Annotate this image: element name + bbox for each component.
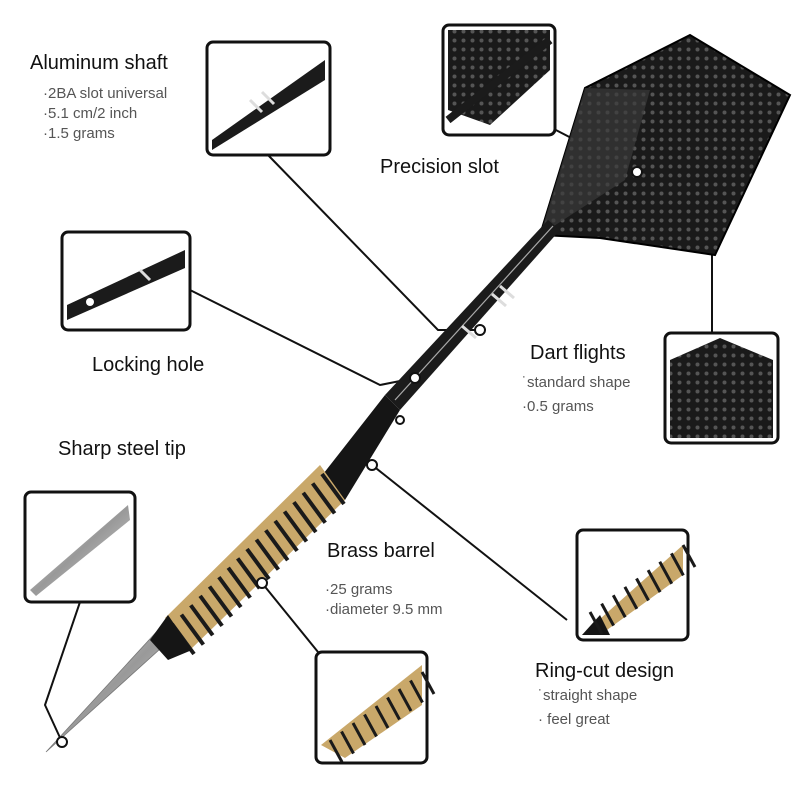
barrel-ring xyxy=(611,594,627,618)
aluminum-shaft-detail: ·5.1 cm/2 inch xyxy=(43,105,138,122)
barrel-ring xyxy=(189,604,215,637)
barrel-ring xyxy=(198,594,224,628)
barrel-ring xyxy=(646,569,662,593)
barrel-ring xyxy=(179,613,205,646)
brass-barrel-detail: ·25 grams xyxy=(325,581,393,598)
barrel-ring xyxy=(600,602,615,627)
barrel-ring xyxy=(311,482,337,515)
barrel-ring xyxy=(635,577,650,602)
barrel-ring xyxy=(273,519,299,553)
barrel-ring xyxy=(340,730,355,755)
barrel-ring xyxy=(658,561,674,585)
barrel-ring xyxy=(351,722,367,746)
barrel-ring xyxy=(245,547,271,581)
barrel-ring xyxy=(670,552,685,577)
barrel-ring xyxy=(328,739,344,763)
locking-hole-title: Locking hole xyxy=(92,354,205,376)
barrel-ring xyxy=(409,679,424,704)
callout-markers xyxy=(56,166,643,748)
barrel-ring xyxy=(264,529,290,562)
barrel-ring xyxy=(588,611,604,635)
barrel-ring xyxy=(282,510,309,543)
barrel-ring xyxy=(217,575,243,609)
ring-cut-design-title: Ring-cut design xyxy=(535,660,674,682)
dart-flights-title: Dart flights xyxy=(530,342,626,364)
barrel-ring xyxy=(397,688,413,712)
ring-cut-design-detail: · feel great xyxy=(538,711,610,728)
barrel-ring xyxy=(207,585,234,618)
aluminum-shaft-title: Aluminum shaft xyxy=(30,52,168,74)
sharp-steel-tip-title: Sharp steel tip xyxy=(58,438,186,460)
barrel-ring xyxy=(292,500,318,534)
aluminum-shaft-detail: ·2BA slot universal xyxy=(43,85,168,102)
ring-cut-design-detail: ˙straight shape xyxy=(538,687,638,704)
barrel-ring xyxy=(386,696,401,721)
dart-flights-detail: ·0.5 grams xyxy=(522,398,594,415)
barrel-ring xyxy=(254,538,280,571)
barrel-ring xyxy=(320,472,346,506)
brass-barrel-title: Brass barrel xyxy=(327,540,435,562)
barrel-ring xyxy=(236,557,262,590)
barrel-ring xyxy=(301,491,327,524)
ring-cut-detail-box xyxy=(575,528,690,642)
barrel-ring xyxy=(420,671,436,695)
brass-barrel-detail: ·diameter 9.5 mm xyxy=(325,601,443,618)
barrel-ring xyxy=(226,566,252,599)
barrel-ring xyxy=(623,586,639,610)
dart-flights-detail: ˙standard shape xyxy=(522,374,631,391)
barrel-ring xyxy=(374,705,390,729)
barrel-ring xyxy=(681,544,697,568)
aluminum-shaft-detail: ·1.5 grams xyxy=(43,125,115,142)
barrel-ring xyxy=(363,713,378,738)
precision-slot-title: Precision slot xyxy=(380,156,499,178)
